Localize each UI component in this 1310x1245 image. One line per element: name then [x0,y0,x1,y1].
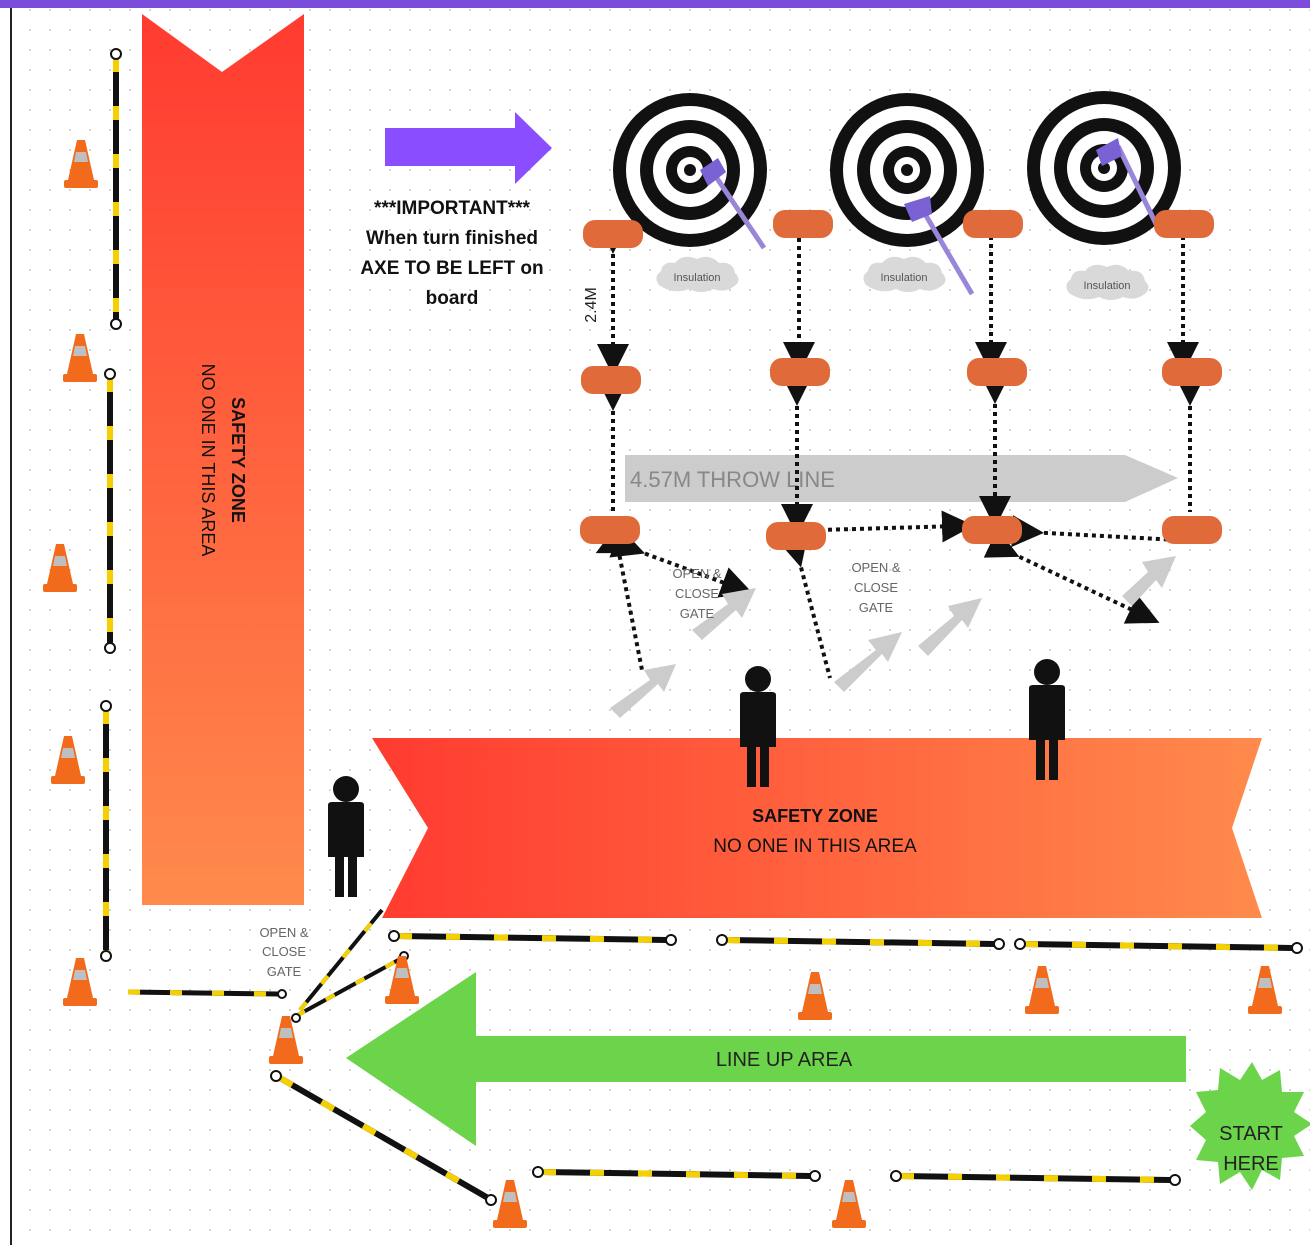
left-safety-zone-ribbon [142,14,304,905]
left-safety-zone-subtitle: NO ONE IN THIS AREA [198,364,218,557]
marker-icon [1162,358,1222,386]
svg-text:OPEN &: OPEN & [672,566,721,581]
important-note-line3: AXE TO BE LEFT on [360,258,543,279]
marker-icon [963,210,1023,238]
svg-text:GATE: GATE [267,964,302,979]
insulation-label: Insulation [880,272,927,284]
barrier-pole-icon [104,368,116,654]
axe-icon [904,196,975,296]
svg-text:GATE: GATE [859,600,894,615]
axe-icon [700,158,767,250]
barrier-pole-icon [127,989,287,999]
marker-icon [1162,516,1222,544]
throw-line-arrow [625,455,1178,502]
marker-icon [962,516,1022,544]
gate-label: OPEN & CLOSE GATE [851,560,900,615]
marker-icon [581,366,641,394]
line-up-area-label: LINE UP AREA [716,1049,853,1071]
bottom-safety-zone-ribbon [372,738,1262,918]
target-icon [613,93,767,247]
barrier-pole-icon [388,930,677,946]
start-here-line2: HERE [1223,1153,1279,1175]
gate-label: OPEN & CLOSE GATE [259,925,308,979]
important-note-line1: ***IMPORTANT*** [374,198,530,219]
left-safety-zone-title: SAFETY ZONE [228,397,248,523]
insulation-label: Insulation [1083,280,1130,292]
svg-text:CLOSE: CLOSE [854,580,898,595]
measurement-lines [595,222,1206,679]
pointer-arrow-icon [385,112,552,184]
distance-label: 2.4M [583,287,600,323]
marker-icon [580,516,640,544]
barrier-pole-icon [716,934,1005,950]
bottom-safety-zone-subtitle: NO ONE IN THIS AREA [713,836,917,857]
target-icon [1027,91,1181,245]
top-frame-border [0,0,1310,8]
start-here-starburst-icon [1190,1062,1310,1190]
marker-icon [1154,210,1214,238]
marker-icon [583,220,643,248]
axe-icon [1096,138,1161,230]
bottom-safety-zone-title: SAFETY ZONE [752,806,878,826]
barrier-pole-icon [110,48,122,330]
marker-icon [766,522,826,550]
svg-text:GATE: GATE [680,606,715,621]
barrier-pole-icon [532,1166,821,1182]
svg-text:CLOSE: CLOSE [262,944,306,959]
throw-line-label: 4.57M THROW LINE [630,467,835,492]
gray-direction-arrows [610,556,1176,718]
marker-icon [967,358,1027,386]
barrier-pole-icon [270,1070,497,1206]
barrier-pole-icon [1014,938,1303,954]
important-note-line2: When turn finished [366,228,538,249]
marker-icon [773,210,833,238]
svg-text:CLOSE: CLOSE [675,586,719,601]
important-note-line4: board [426,288,479,309]
gate-label: OPEN & CLOSE GATE [672,566,721,621]
start-here-line1: START [1219,1123,1283,1145]
barrier-pole-icon [100,700,112,962]
barrier-pole-icon [890,1170,1181,1186]
marker-icon [770,358,830,386]
line-up-area-arrow [346,972,1186,1146]
svg-text:OPEN &: OPEN & [851,560,900,575]
target-icon [830,93,984,247]
insulation-label: Insulation [673,272,720,284]
svg-text:OPEN &: OPEN & [259,925,308,940]
